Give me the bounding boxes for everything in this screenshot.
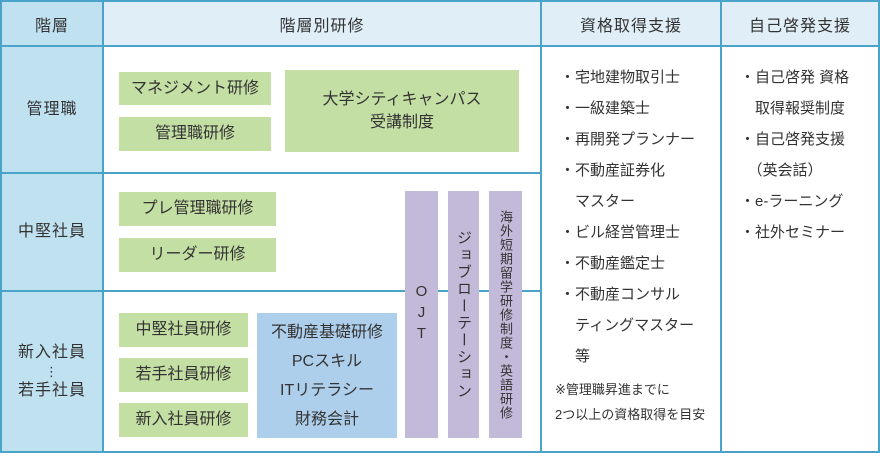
list-item: 等 <box>560 348 591 365</box>
list-item: マスター <box>560 193 636 210</box>
row-label-management-text: 管理職 <box>26 100 78 118</box>
basic-training-line2: PCスキル <box>291 352 363 370</box>
basic-training-box: 不動産基礎研修 PCスキル ITリテラシー 財務会計 <box>257 313 397 438</box>
header-level-training-label: 階層別研修 <box>279 17 365 35</box>
row-label-midlevel: 中堅社員 <box>2 174 102 290</box>
vertical-bar-ojt: OJT <box>405 191 438 438</box>
basic-training-line4: 財務会計 <box>294 410 359 428</box>
list-item: ・不動産証券化 <box>560 162 666 179</box>
training-box-management-1: マネジメント研修 <box>119 72 271 105</box>
list-item: ・自己啓発支援 <box>740 131 846 148</box>
row-label-junior: 新入社員 ⋮ 若手社員 <box>2 292 102 451</box>
qualification-support-list: ・宅地建物取引士 ・一級建築士 ・再開発プランナー ・不動産証券化 マスター ・… <box>542 47 720 451</box>
vertical-ellipsis: ⋮ <box>45 363 59 379</box>
list-item: ・宅地建物取引士 <box>560 69 681 86</box>
header-hierarchy-label: 階層 <box>34 17 69 35</box>
header-qualification-support: 資格取得支援 <box>542 2 720 45</box>
list-item: ・再開発プランナー <box>560 131 696 148</box>
row-label-management: 管理職 <box>2 47 102 172</box>
qualification-note-line2: 2つ以上の資格取得を目安 <box>555 407 706 422</box>
training-box-midlevel-1: プレ管理職研修 <box>119 192 276 226</box>
header-self-development-support-label: 自己啓発支援 <box>748 17 851 35</box>
training-box-midlevel-2: リーダー研修 <box>119 238 276 272</box>
list-item: ティングマスター <box>560 317 695 334</box>
self-development-list: ・自己啓発 資格 取得報奨制度 ・自己啓発支援 （英会話） ・e-ラーニング ・… <box>722 47 878 451</box>
training-box-junior-2: 若手社員研修 <box>119 358 248 392</box>
list-item: （英会話） <box>740 162 823 179</box>
training-box-junior-3: 新入社員研修 <box>119 403 248 437</box>
training-box-campus-line1: 大学シティキャンパス <box>322 90 482 108</box>
header-self-development-support: 自己啓発支援 <box>722 2 878 45</box>
vertical-bar-job-rotation: ジョブローテーション <box>448 191 479 438</box>
training-box-campus: 大学シティキャンパス 受講制度 <box>285 70 519 152</box>
header-level-training: 階層別研修 <box>104 2 540 45</box>
list-item: ・自己啓発 資格 <box>740 69 850 86</box>
row-label-midlevel-text: 中堅社員 <box>17 223 86 240</box>
row-label-junior-line2: 若手社員 <box>17 381 86 399</box>
list-item: 取得報奨制度 <box>740 100 846 117</box>
vertical-bar-overseas-study: 海外短期留学研修制度・英語研修 <box>489 191 522 438</box>
list-item: ・不動産鑑定士 <box>560 255 666 272</box>
list-item: ・ビル経営管理士 <box>560 224 681 241</box>
basic-training-line3: ITリテラシー <box>280 381 374 399</box>
training-box-campus-line2: 受講制度 <box>369 114 434 131</box>
list-item: ・e-ラーニング <box>740 193 844 210</box>
training-box-management-2: 管理職研修 <box>119 117 271 151</box>
management-training-cell: マネジメント研修 管理職研修 大学シティキャンパス 受講制度 <box>104 47 540 172</box>
basic-training-line1: 不動産基礎研修 <box>270 323 383 341</box>
training-box-junior-1: 中堅社員研修 <box>119 313 248 347</box>
header-hierarchy: 階層 <box>2 2 102 45</box>
list-item: ・不動産コンサル <box>560 286 681 303</box>
list-item: ・社外セミナー <box>740 224 846 241</box>
header-qualification-support-label: 資格取得支援 <box>579 17 682 35</box>
list-item: ・一級建築士 <box>560 100 651 117</box>
qualification-note-line1: ※管理職昇進までに <box>555 382 670 397</box>
row-label-junior-line1: 新入社員 <box>17 343 86 361</box>
